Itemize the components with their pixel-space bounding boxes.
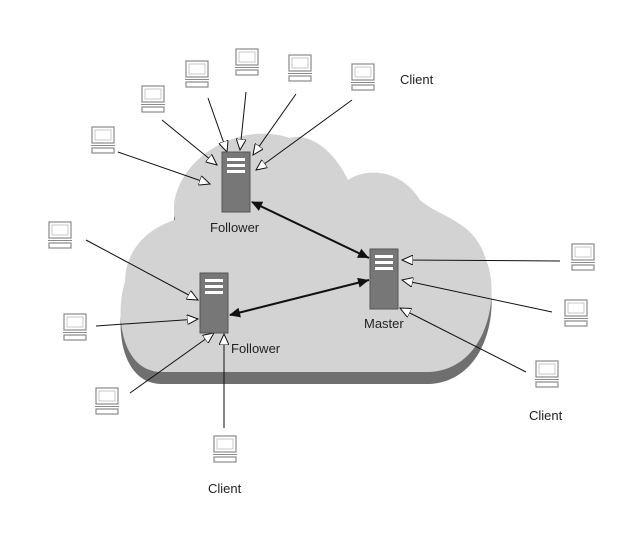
connection-line: [95, 319, 198, 327]
desktop-computer-icon: [534, 360, 560, 388]
master-follower-top-link: [251, 201, 370, 259]
cloud-network: [120, 133, 492, 384]
replication-links: [229, 201, 370, 318]
desktop-computer-icon: [140, 85, 166, 113]
master-follower-left-link: [229, 277, 370, 318]
client-right-label: Client: [529, 408, 563, 423]
connection-line: [253, 93, 297, 155]
connection-line: [161, 119, 217, 165]
desktop-computer-icon: [570, 243, 596, 271]
desktop-computer-icon: [90, 126, 116, 154]
connection-line: [240, 91, 247, 150]
client-top-label: Client: [400, 72, 434, 87]
follower-left-label: Follower: [231, 341, 281, 356]
connection-line: [256, 99, 353, 170]
connection-line: [207, 97, 227, 152]
connection-line: [129, 333, 214, 394]
server-icon: [199, 272, 229, 334]
desktop-computer-icon: [287, 54, 313, 82]
desktop-computer-icon: [94, 387, 120, 415]
desktop-computer-icon: [47, 221, 73, 249]
desktop-computer-icon: [563, 299, 589, 327]
desktop-computer-icon: [350, 63, 376, 91]
master-label: Master: [364, 316, 404, 331]
server-icon: [369, 248, 399, 310]
connection-line: [402, 260, 561, 261]
desktop-computer-icon: [184, 60, 210, 88]
cloud-body: [120, 133, 492, 372]
connection-line: [117, 151, 210, 184]
desktop-computer-icon: [212, 435, 238, 463]
follower-top-label: Follower: [210, 220, 260, 235]
connection-line: [85, 239, 198, 300]
server-icon: [221, 151, 251, 213]
connection-line: [400, 308, 527, 373]
client-connections: [85, 91, 561, 428]
desktop-computer-icon: [62, 313, 88, 341]
client-bottom-label: Client: [208, 481, 242, 496]
connection-line: [402, 280, 553, 313]
desktop-computer-icon: [234, 48, 260, 76]
